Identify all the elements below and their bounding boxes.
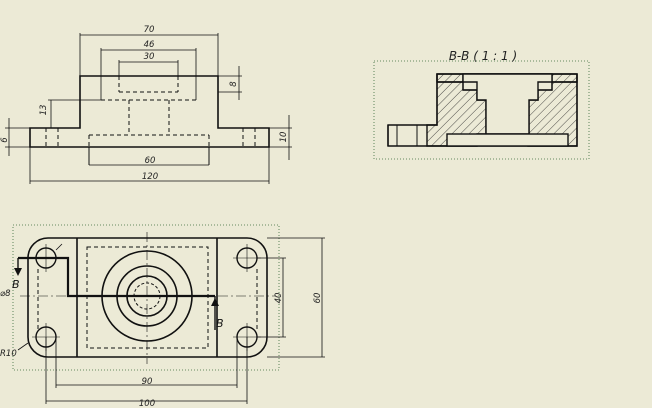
section-label-left: B [12, 278, 20, 291]
section-label-right: B [216, 317, 224, 330]
dim-10: 10 [279, 132, 289, 143]
section-bottom-slot [446, 133, 569, 147]
top-view-outline [27, 237, 268, 358]
section-view-title: B-B ( 1 : 1 ) [449, 49, 517, 63]
section-view [387, 73, 578, 147]
front-dimension-lines [5, 33, 292, 184]
dim-radius-10: R10 [0, 349, 17, 359]
dim-60-front: 60 [145, 156, 156, 166]
dim-8: 8 [229, 81, 239, 87]
front-view-outline [29, 75, 270, 148]
dim-120: 120 [142, 172, 158, 182]
top-view-border [12, 224, 280, 371]
front-hidden-lines [45, 76, 256, 165]
dim-6: 6 [0, 137, 10, 143]
top-view [14, 232, 325, 404]
dim-70: 70 [144, 25, 155, 35]
front-view [5, 33, 292, 184]
dim-40: 40 [274, 293, 284, 304]
dim-90: 90 [142, 377, 153, 387]
dim-60-top: 60 [313, 293, 323, 304]
section-view-border [373, 60, 590, 160]
section-cavity-inner [462, 82, 553, 91]
section-cut-line [18, 256, 215, 298]
dim-13: 13 [39, 105, 49, 116]
top-dimension-lines [17, 237, 325, 404]
top-hidden-rect [86, 246, 209, 349]
dim-46: 46 [144, 40, 155, 50]
dim-diameter-8: ⌀8 [0, 289, 11, 299]
dim-100: 100 [139, 399, 155, 408]
dim-30: 30 [144, 52, 155, 62]
